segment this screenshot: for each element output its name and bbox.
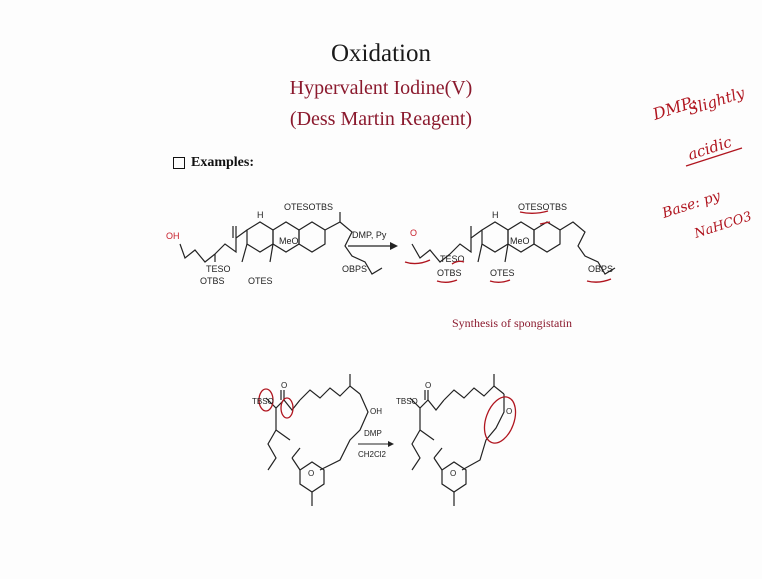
reaction1-product-labels: O TESO OTBS OTES MeO H OTESOTBS OBPS (410, 202, 613, 278)
handwritten-notes: DMP: Slightly acidic Base: py NaHCO3 (649, 83, 753, 242)
checkbox-bullet-icon (173, 157, 185, 169)
product-meo-label: MeO (510, 236, 530, 246)
reaction1-start-labels: OH TESO OTBS OTES MeO H OTESOTBS OBPS (166, 202, 367, 286)
reaction2-reagent-top: DMP (364, 429, 382, 438)
carbonyl-o-label: O (281, 381, 287, 390)
reaction2-start-structure (265, 374, 369, 506)
product-tes-label: TESO (440, 254, 465, 264)
oh-label: OH (370, 407, 382, 416)
ring-o-label: O (308, 469, 314, 478)
note-nahco3: NaHCO3 (692, 209, 754, 242)
red-circle-tbso (258, 388, 274, 412)
product-ring-o-label: O (450, 469, 456, 478)
product-tbso-label: TBSO (396, 397, 418, 406)
tbso-label: TBSO (252, 397, 274, 406)
product-otbs-label: OTBS (437, 268, 462, 278)
reaction2-product-labels: TBSO O O O (396, 381, 512, 478)
h-label: H (257, 210, 264, 220)
slide-subtitle-line2: (Dess Martin Reagent) (289, 108, 473, 130)
slide-title: Oxidation (331, 40, 431, 67)
obps-label: OBPS (342, 264, 367, 274)
reaction1-start-structure (179, 212, 383, 275)
reaction2-start-labels: TBSO O OH O (252, 381, 382, 478)
tes-label: TESO (206, 264, 231, 274)
aldehyde-o-label: O (410, 228, 417, 238)
reaction1-reagent: DMP, Py (352, 230, 387, 240)
product-carbonyl-o-label: O (425, 381, 431, 390)
reaction1-product-structure (411, 221, 616, 275)
note-acidic: acidic (686, 133, 735, 164)
product-top-label: OTESOTBS (518, 202, 567, 212)
red-underline-marks (404, 210, 612, 283)
hydroxyl-label: OH (166, 231, 180, 241)
reaction1-arrow: DMP, Py (348, 230, 398, 250)
product-h-label: H (492, 210, 499, 220)
red-circle-ester (280, 397, 294, 419)
note-slightly: Slightly (686, 83, 748, 118)
product-ketone-o-label: O (506, 407, 512, 416)
product-otes-label: OTES (490, 268, 515, 278)
examples-heading: Examples: (173, 155, 254, 171)
meo-label: MeO (279, 236, 299, 246)
otbs-label: OTBS (200, 276, 225, 286)
examples-label: Examples: (191, 155, 254, 170)
top-label: OTESOTBS (284, 202, 333, 212)
reaction1-caption: Synthesis of spongistatin (452, 316, 573, 330)
note-base: Base: py (659, 188, 723, 222)
reaction2-arrow: DMP CH2Cl2 (358, 429, 394, 459)
product-obps-label: OBPS (588, 264, 613, 274)
red-circle-enone (483, 396, 517, 444)
slide-subtitle-line1: Hypervalent Iodine(V) (289, 77, 473, 99)
reaction2-product-structure (409, 374, 505, 506)
reaction2-reagent-bottom: CH2Cl2 (358, 450, 387, 459)
note-underline (685, 147, 743, 167)
otes-label: OTES (248, 276, 273, 286)
